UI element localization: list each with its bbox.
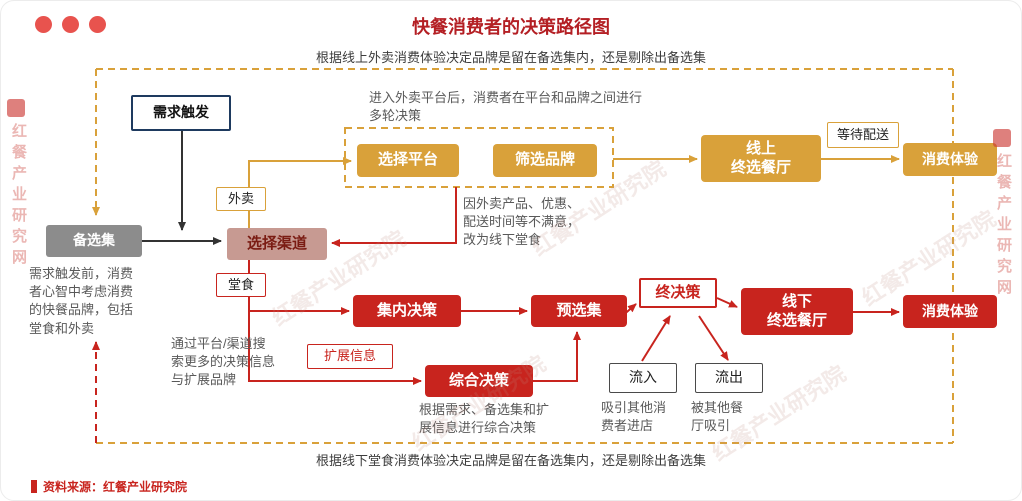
search-note: 通过平台/渠道搜索更多的决策信息与扩展品牌 bbox=[171, 336, 276, 388]
watermark-side-left: 红餐产业研究网 bbox=[10, 123, 27, 270]
online-final-restaurant-node: 线上 终选餐厅 bbox=[701, 135, 821, 182]
window-dot-3 bbox=[89, 16, 106, 33]
source-text: 资料来源：红餐产业研究院 bbox=[43, 480, 188, 494]
online-final-line2: 终选餐厅 bbox=[730, 158, 791, 176]
offline-final-restaurant-node: 线下 终选餐厅 bbox=[741, 288, 853, 335]
window-dot-1 bbox=[35, 16, 52, 33]
comprehensive-decision-node: 综合决策 bbox=[425, 365, 533, 397]
alternative-set-note: 需求触发前，消费者心智中考虑消费的快餐品牌，包括堂食和外卖 bbox=[29, 266, 134, 336]
final-decision-node: 终决策 bbox=[639, 278, 717, 308]
online-experience-node: 消费体验 bbox=[903, 143, 997, 176]
alternative-set-node: 备选集 bbox=[46, 225, 142, 257]
window-dot-2 bbox=[62, 16, 79, 33]
flow-in-node: 流入 bbox=[609, 363, 677, 393]
top-loop-annotation: 根据线上外卖消费体验决定品牌是留在备选集内，还是剔除出备选集 bbox=[315, 50, 706, 65]
watermark-logo-left bbox=[7, 99, 25, 117]
watermark-side-right: 红餐产业研究网 bbox=[995, 153, 1012, 300]
arrow-dissatisfied-back-to-channel bbox=[331, 187, 457, 247]
brand-screening-node: 筛选品牌 bbox=[493, 144, 597, 177]
in-set-decision-node: 集内决策 bbox=[353, 295, 461, 327]
platform-select-node: 选择平台 bbox=[357, 144, 459, 177]
page-title: 快餐消费者的决策路径图 bbox=[412, 17, 610, 37]
preselection-set-node: 预选集 bbox=[531, 295, 627, 327]
comprehensive-note: 根据需求、备选集和扩展信息进行综合决策 bbox=[419, 402, 550, 436]
source-line: 资料来源：红餐产业研究院 bbox=[31, 478, 187, 495]
dine-in-label-node: 堂食 bbox=[216, 273, 266, 297]
flow-out-note: 被其他餐厅吸引 bbox=[691, 400, 744, 434]
bottom-loop-annotation: 根据线下堂食消费体验决定品牌是留在备选集内，还是剔除出备选集 bbox=[315, 453, 706, 468]
arrow-flow-in bbox=[641, 315, 671, 362]
offline-final-line2: 终选餐厅 bbox=[766, 311, 827, 329]
demand-trigger-node: 需求触发 bbox=[131, 95, 231, 131]
online-final-line1: 线上 bbox=[745, 139, 776, 157]
offline-experience-node: 消费体验 bbox=[903, 295, 997, 328]
takeout-label-node: 外卖 bbox=[216, 187, 266, 211]
dissatisfied-note: 因外卖产品、优惠、配送时间等不满意，改为线下堂食 bbox=[463, 196, 581, 248]
source-accent-bar bbox=[31, 480, 37, 493]
platform-note: 进入外卖平台后，消费者在平台和品牌之间进行多轮决策 bbox=[369, 90, 643, 124]
wait-delivery-node: 等待配送 bbox=[827, 122, 899, 148]
arrow-flow-out bbox=[698, 315, 729, 361]
flow-out-node: 流出 bbox=[695, 363, 763, 393]
extended-info-node: 扩展信息 bbox=[307, 344, 393, 369]
offline-final-line1: 线下 bbox=[781, 292, 812, 310]
flow-in-note: 吸引其他消费者进店 bbox=[601, 400, 667, 434]
arrow-comprehensive-to-preselection bbox=[533, 331, 581, 382]
channel-select-node: 选择渠道 bbox=[227, 228, 327, 260]
arrow-final-decision-to-offline-final bbox=[716, 297, 738, 308]
